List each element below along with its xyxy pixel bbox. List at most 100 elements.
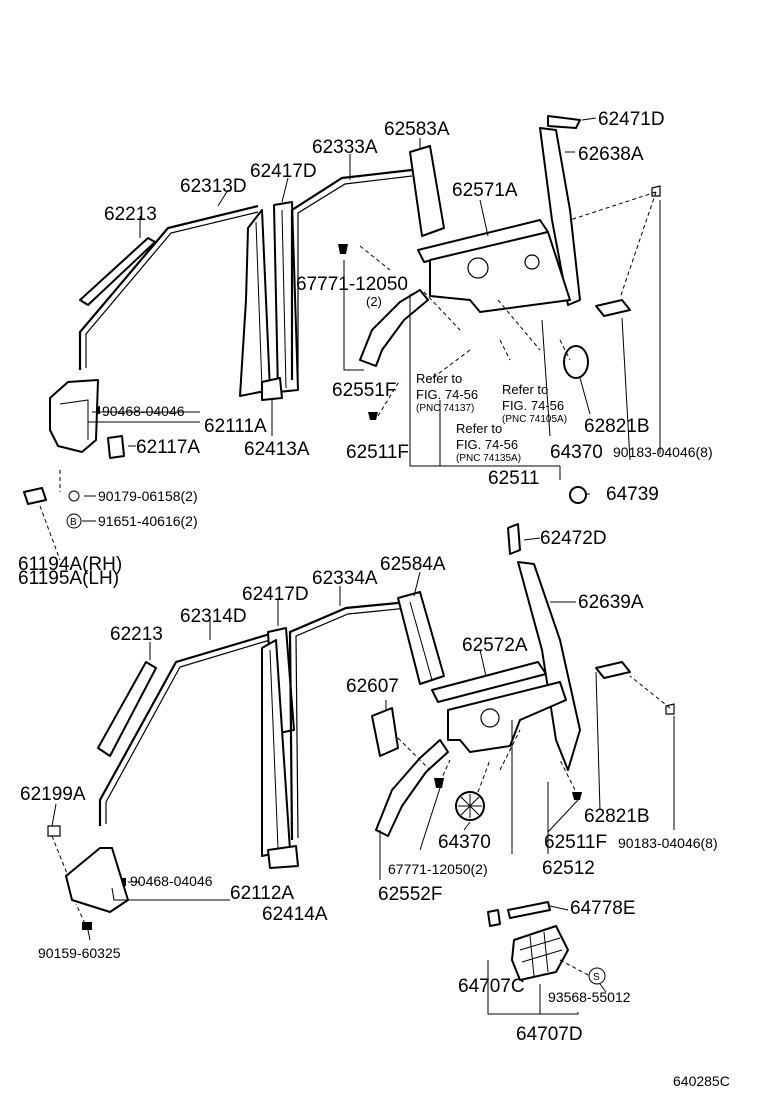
upper-assembly: 62471D 62638A 62583A 62333A 62417D 62313… bbox=[18, 109, 713, 589]
clip-64707C bbox=[487, 909, 501, 927]
label-67771-upper-qty: (2) bbox=[366, 294, 382, 309]
label-62472D: 62472D bbox=[540, 528, 607, 549]
part-64739 bbox=[569, 486, 587, 504]
part-61194A-rib bbox=[59, 399, 89, 440]
label-62199A: 62199A bbox=[20, 784, 86, 805]
dash-lines-lower bbox=[51, 675, 671, 977]
part-62472D bbox=[507, 523, 521, 555]
part-62314D-inner bbox=[105, 639, 271, 824]
label-62552F: 62552F bbox=[378, 884, 442, 905]
label-62511F-lower: 62511F bbox=[544, 832, 607, 853]
part-62111A bbox=[239, 209, 271, 397]
label-62572A: 62572A bbox=[462, 635, 528, 656]
lower-panel-hole bbox=[480, 708, 500, 728]
label-93568: 93568-55012 bbox=[548, 989, 631, 1005]
part-64707C-grid bbox=[519, 931, 563, 977]
part-62414A bbox=[267, 845, 299, 869]
part-64778E bbox=[507, 901, 551, 919]
label-62638A: 62638A bbox=[578, 144, 644, 165]
part-62111A-rib bbox=[255, 221, 263, 389]
panel-hole-1 bbox=[467, 257, 489, 279]
ref2-line1: Refer to bbox=[456, 421, 502, 436]
clip-62511F-lower bbox=[572, 792, 582, 800]
ref1-line1: Refer to bbox=[416, 371, 462, 386]
bolt-90179 bbox=[68, 490, 80, 502]
part-62313D bbox=[78, 204, 259, 370]
clip-90159 bbox=[82, 922, 92, 930]
label-90159: 90159-60325 bbox=[38, 945, 121, 961]
label-62583A: 62583A bbox=[384, 119, 450, 140]
part-62471D bbox=[547, 115, 581, 129]
part-62313D-inner bbox=[85, 211, 259, 368]
label-62551F: 62551F bbox=[332, 380, 396, 401]
label-64739: 64739 bbox=[606, 484, 659, 505]
clip-62511F-upper bbox=[368, 412, 378, 420]
label-91651: 91651-40616(2) bbox=[98, 513, 198, 529]
part-62821B-upper bbox=[595, 299, 631, 317]
label-64707D: 64707D bbox=[516, 1024, 583, 1045]
label-62414A: 62414A bbox=[262, 904, 328, 925]
label-90183-lower: 90183-04046(8) bbox=[618, 835, 718, 851]
label-67771-lower: 67771-12050(2) bbox=[388, 861, 488, 877]
label-62333A: 62333A bbox=[312, 137, 378, 158]
clip-90183-lower bbox=[665, 703, 675, 715]
label-61195A: 61195A(LH) bbox=[18, 568, 119, 589]
label-61194A: 61194A(RH) bbox=[18, 554, 122, 575]
leaders-lower bbox=[51, 537, 675, 1015]
part-62334A bbox=[288, 600, 409, 841]
marker-s-circle bbox=[588, 967, 606, 985]
ref2-line3: (PNC 74135A) bbox=[456, 453, 521, 464]
ref3-line1: Refer to bbox=[502, 382, 548, 397]
marker-b-circle bbox=[66, 513, 82, 529]
part-62821B-lower bbox=[595, 661, 631, 679]
clip-67771-upper bbox=[338, 244, 348, 254]
label-62117A: 62117A bbox=[136, 437, 200, 458]
part-62584A-rib bbox=[409, 601, 433, 681]
label-90468-upper: 90468-04046 bbox=[102, 403, 185, 419]
label-62821B-lower: 62821B bbox=[584, 806, 650, 827]
label-62607: 62607 bbox=[346, 676, 399, 697]
part-62638A bbox=[539, 127, 581, 306]
label-64370-upper: 64370 bbox=[550, 442, 603, 463]
ref1-line3: (PNC 74137) bbox=[416, 403, 474, 414]
ref3-line3: (PNC 74105A) bbox=[502, 414, 567, 425]
part-62213-upper bbox=[79, 237, 156, 306]
lower-assembly: 62472D 62639A 62584A 62334A 62417D 62314… bbox=[20, 523, 718, 1045]
part-62607 bbox=[371, 707, 399, 757]
label-90183-upper: 90183-04046(8) bbox=[613, 444, 713, 460]
label-62417D-lower: 62417D bbox=[242, 584, 309, 605]
figure-code: 640285C bbox=[673, 1073, 730, 1089]
label-64370-lower: 64370 bbox=[438, 832, 491, 853]
label-62314D: 62314D bbox=[180, 606, 247, 627]
ref2-line2: FIG. 74-56 bbox=[456, 437, 518, 452]
part-62413A bbox=[261, 377, 283, 401]
label-62334A: 62334A bbox=[312, 568, 378, 589]
label-62584A: 62584A bbox=[380, 554, 446, 575]
part-62112A-rib bbox=[269, 649, 279, 849]
part-62639A bbox=[517, 561, 581, 771]
label-90468-lower: 90468-04046 bbox=[130, 873, 213, 889]
label-64778E: 64778E bbox=[570, 898, 636, 919]
label-67771-upper: 67771-12050 bbox=[296, 274, 408, 295]
part-62117A bbox=[107, 435, 125, 459]
part-62112A-kick bbox=[65, 847, 129, 913]
label-62511F-upper: 62511F bbox=[346, 442, 409, 463]
label-90179: 90179-06158(2) bbox=[98, 488, 198, 504]
marker-b: B bbox=[70, 517, 77, 528]
label-64707C: 64707C bbox=[458, 976, 525, 997]
part-61194A-bracket bbox=[49, 379, 99, 453]
clip-67771-lower bbox=[434, 778, 444, 788]
part-62583A bbox=[409, 145, 445, 237]
dash-lines-upper bbox=[39, 191, 657, 561]
part-61194A-mount bbox=[23, 487, 47, 505]
leaders-upper bbox=[82, 117, 661, 522]
speaker-grille bbox=[458, 794, 482, 818]
part-62314D bbox=[98, 632, 271, 826]
part-62213-lower bbox=[97, 661, 157, 757]
label-62111A: 62111A bbox=[204, 416, 267, 437]
ref3-line2: FIG. 74-56 bbox=[502, 398, 564, 413]
label-62417D-upper: 62417D bbox=[250, 161, 317, 182]
part-62551F bbox=[359, 289, 429, 367]
part-62333A bbox=[290, 168, 413, 380]
